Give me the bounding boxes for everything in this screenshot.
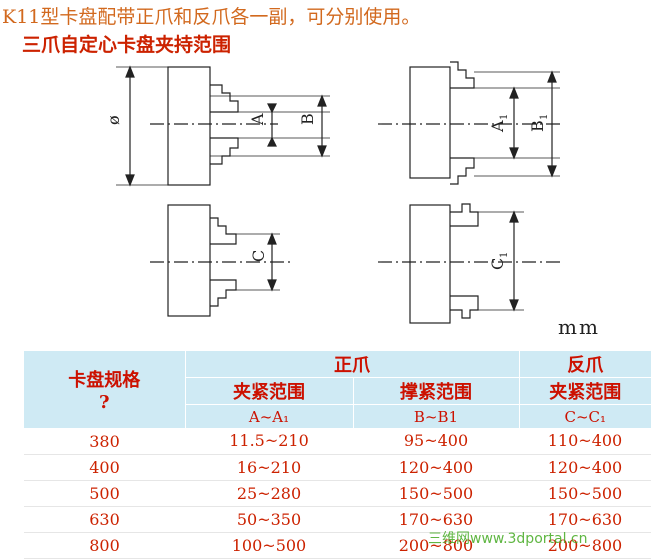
unit-label: mm xyxy=(558,315,600,339)
forward-jaw-view xyxy=(116,65,330,187)
dim-c1-label: C xyxy=(488,258,507,270)
table-row: 400 16~210 120~400 120~400 xyxy=(24,454,651,481)
brace-range-cell: 120~400 xyxy=(353,454,519,481)
reverse-clamp-range-header: 夹紧范围 xyxy=(518,377,651,405)
dim-b1-label: B xyxy=(528,120,547,132)
reverse-jaw-header: 反爪 xyxy=(518,351,651,378)
reverse-jaw-view xyxy=(378,61,560,185)
chuck-size-header-label: 卡盘规格 xyxy=(68,369,141,391)
brace-range-cell: 170~630 xyxy=(353,506,519,533)
chuck-diagram: ø A B C A 1 B 1 C 1 xyxy=(104,61,560,324)
size-cell: 400 xyxy=(24,454,185,481)
dim-b-label: B xyxy=(298,113,317,125)
watermark: 三维网www.3dportal.cn xyxy=(428,531,588,547)
diameter-label: ø xyxy=(104,115,123,125)
dim-a-label: A xyxy=(248,113,267,126)
size-cell: 630 xyxy=(24,506,185,533)
dim-a1-label: A xyxy=(488,120,507,133)
dim-c-label: C xyxy=(249,250,268,262)
forward-jaw-outer-view xyxy=(150,204,290,317)
headline: K11型卡盘配带正爪和反爪各一副，可分别使用。 xyxy=(2,6,421,28)
size-cell: 380 xyxy=(24,428,185,455)
brace-range-cell: 150~500 xyxy=(353,480,519,507)
clamp-range-cell: 16~210 xyxy=(185,454,353,481)
clamping-range-table: 卡盘规格 ? 正爪 反爪 夹紧范围 撑紧范围 夹紧范围 A~A₁ B~B1 C~… xyxy=(24,351,651,559)
reverse-jaw-outer-view xyxy=(378,203,560,324)
clamp-range-cell: 11.5~210 xyxy=(185,428,353,455)
code-a-header: A~A₁ xyxy=(184,404,353,428)
table-row: 630 50~350 170~630 170~630 xyxy=(24,506,651,533)
chuck-size-header: 卡盘规格 ? xyxy=(24,351,186,429)
code-b-header: B~B1 xyxy=(352,404,519,428)
reverse-range-cell: 110~400 xyxy=(519,428,651,455)
reverse-range-cell: 150~500 xyxy=(519,480,651,507)
size-cell: 500 xyxy=(24,480,185,507)
reverse-range-cell: 120~400 xyxy=(519,454,651,481)
page-title: 三爪自定心卡盘夹持范围 xyxy=(22,34,232,56)
clamp-range-cell: 100~500 xyxy=(185,532,353,559)
clamp-range-cell: 25~280 xyxy=(185,480,353,507)
clamp-range-header: 夹紧范围 xyxy=(185,377,353,405)
dim-c1-subscript: 1 xyxy=(499,252,510,258)
reverse-range-cell: 170~630 xyxy=(519,506,651,533)
chuck-size-header-mark: ? xyxy=(98,391,110,413)
forward-jaw-header: 正爪 xyxy=(185,351,519,378)
table-row: 500 25~280 150~500 150~500 xyxy=(24,480,651,507)
dim-b1-subscript: 1 xyxy=(539,114,550,120)
table-row: 380 11.5~210 95~400 110~400 xyxy=(24,428,651,455)
size-cell: 800 xyxy=(24,532,185,559)
dim-a1-subscript: 1 xyxy=(499,114,510,120)
clamp-range-cell: 50~350 xyxy=(185,506,353,533)
brace-range-header: 撑紧范围 xyxy=(352,377,519,405)
code-c-header: C~C₁ xyxy=(518,404,651,428)
brace-range-cell: 95~400 xyxy=(353,428,519,455)
